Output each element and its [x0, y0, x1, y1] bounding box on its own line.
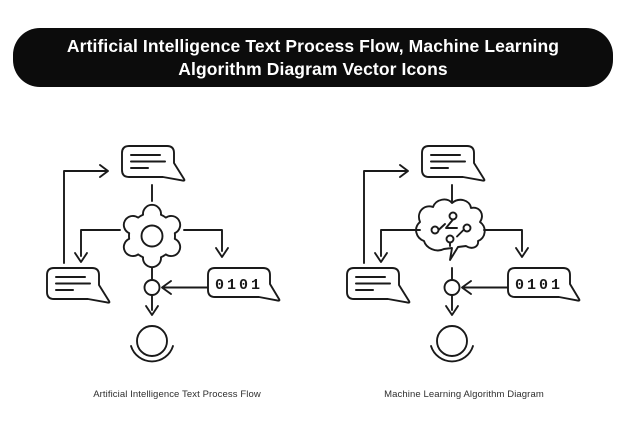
banner-title-line1: Artificial Intelligence Text Process Flo… — [66, 35, 560, 56]
binary-label: 0101 — [215, 277, 263, 294]
message-bubble-icon — [121, 145, 186, 182]
user-icon — [130, 325, 174, 363]
message-bubble-icon — [46, 267, 111, 304]
banner-title-line2: Algorithm Diagram Vector Icons — [178, 58, 448, 79]
caption-ai-text-process-flow: Artificial Intelligence Text Process Flo… — [93, 389, 261, 400]
caption-ml-algorithm-diagram: Machine Learning Algorithm Diagram — [384, 389, 544, 400]
message-bubble-icon — [346, 267, 411, 304]
message-bubble-icon — [421, 145, 486, 182]
title-banner: Artificial Intelligence Text Process Flo… — [13, 28, 613, 87]
binary-label: 0101 — [515, 277, 563, 294]
ai-brain-icon — [415, 198, 486, 261]
user-icon — [430, 325, 474, 363]
flow-arrows — [63, 164, 229, 316]
diagram-ai-text-process-flow: 0101 — [46, 145, 281, 363]
gear-icon — [122, 203, 182, 269]
diagram-ml-algorithm: 0101 — [346, 145, 581, 363]
